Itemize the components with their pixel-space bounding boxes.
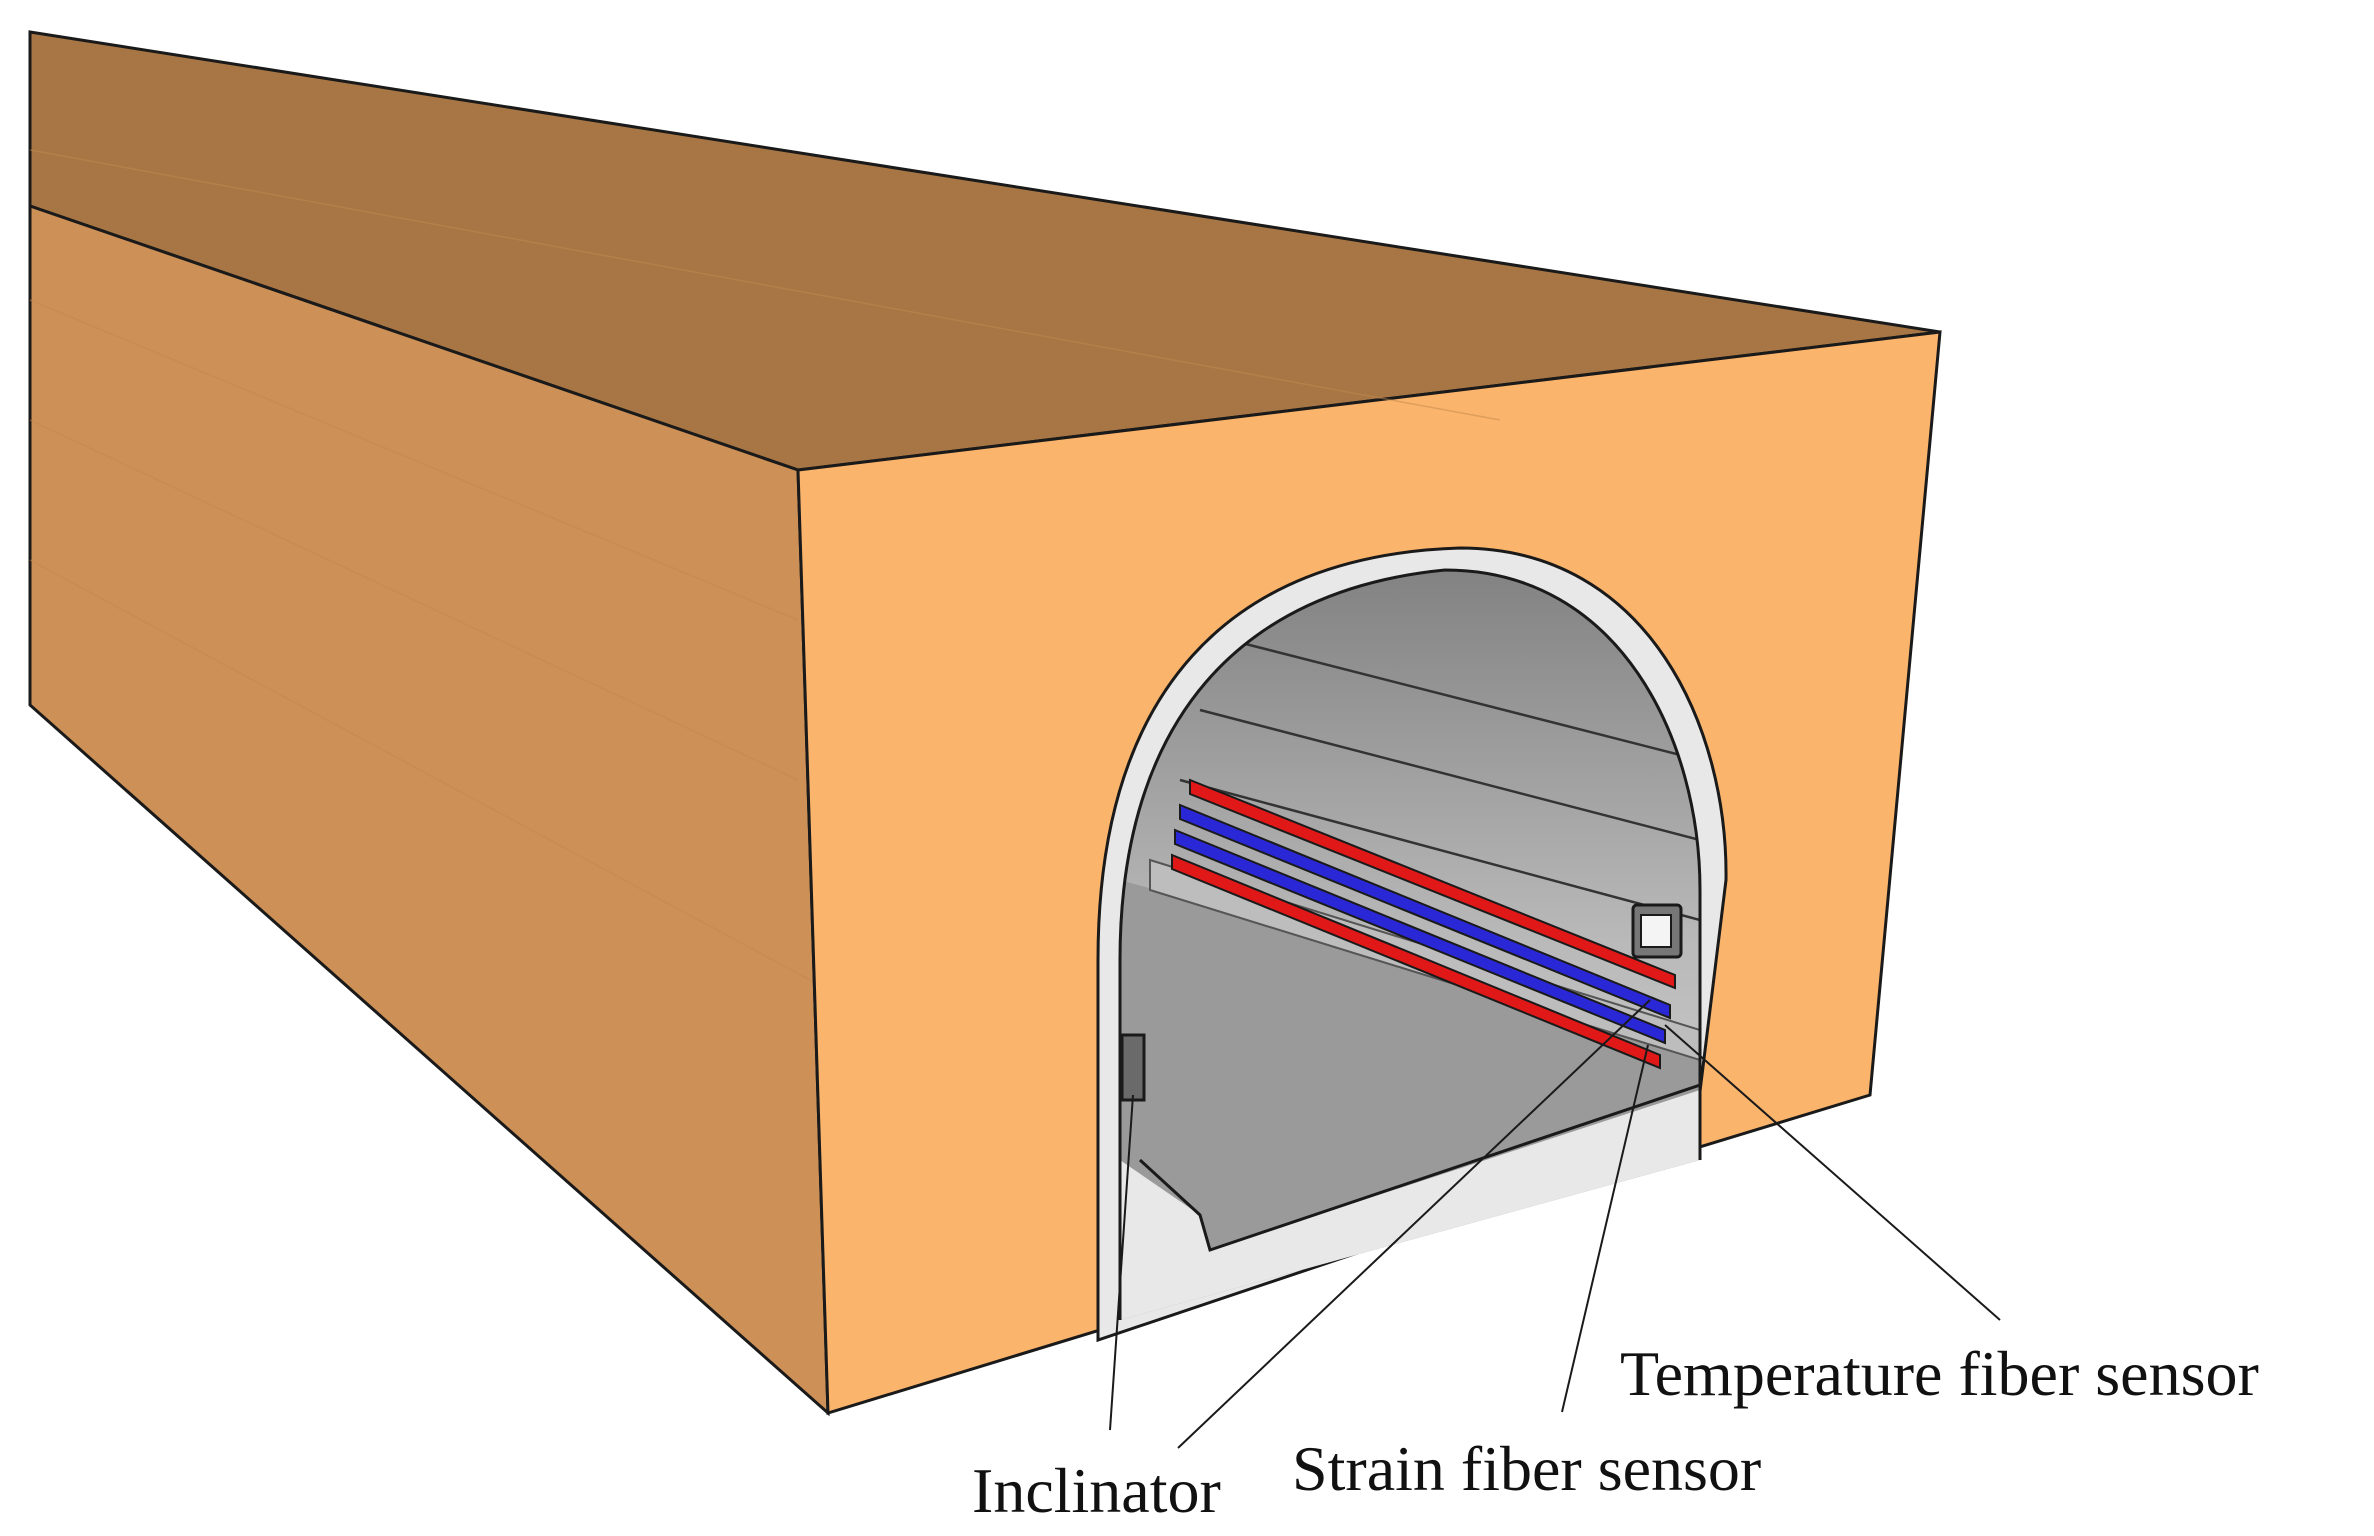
- strain-fiber-lower: [1174, 828, 1666, 1045]
- temperature-fiber-top: [1189, 778, 1676, 990]
- fiber-bundle: [1171, 778, 1676, 1070]
- tunnel-opening: [1096, 546, 1728, 1343]
- inclinator-label: Inclinator: [972, 1455, 1221, 1526]
- strain-fiber-upper: [1179, 803, 1671, 1020]
- sensor-box-icon: [1631, 903, 1683, 959]
- strain-leader-1: [1177, 999, 1651, 1449]
- temperature-leader: [1664, 1024, 2001, 1321]
- strain-fiber-sensor-label: Strain fiber sensor: [1292, 1433, 1761, 1504]
- inclinator-sensor-icon: [1120, 1033, 1146, 1102]
- inclinator-leader: [1109, 1094, 1134, 1431]
- temperature-fiber-bottom: [1171, 853, 1661, 1070]
- temperature-fiber-sensor-label: Temperature fiber sensor: [1620, 1338, 2259, 1409]
- strain-leader-2: [1561, 1044, 1649, 1413]
- leader-lines: [1109, 999, 2001, 1449]
